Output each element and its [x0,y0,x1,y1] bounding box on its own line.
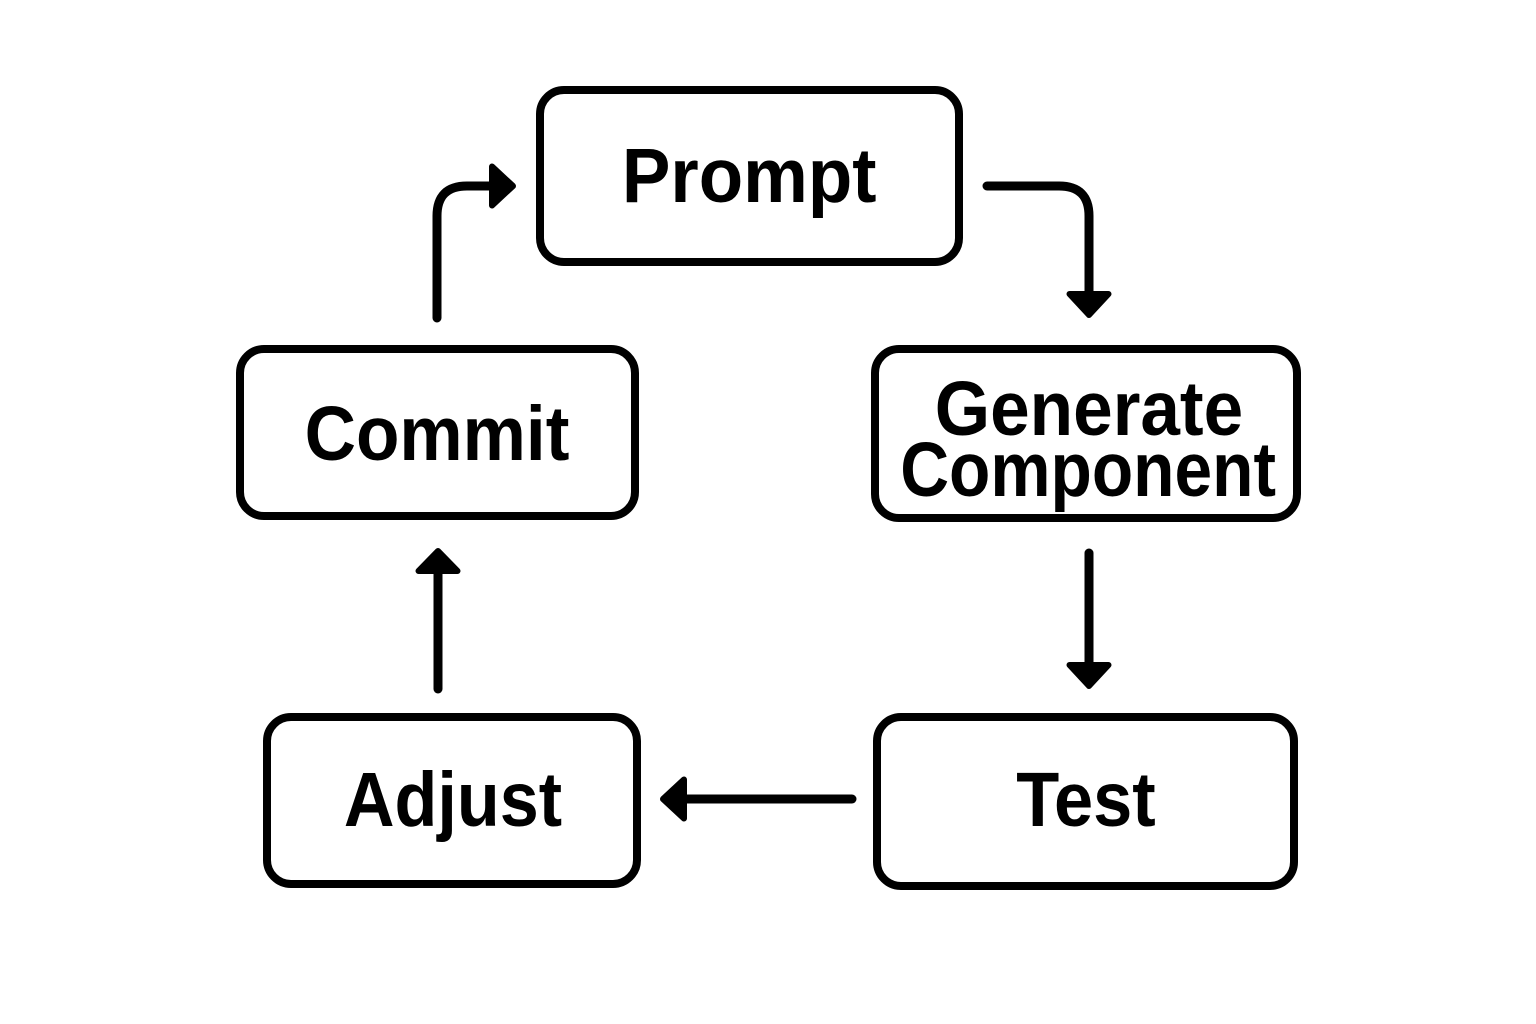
svg-text:Test: Test [1016,757,1156,843]
svg-text:Generate: Generate [935,366,1243,452]
svg-text:Prompt: Prompt [622,133,877,219]
svg-text:Commit: Commit [305,391,570,477]
svg-text:Adjust: Adjust [344,757,562,843]
svg-text:Component: Component [900,427,1276,513]
